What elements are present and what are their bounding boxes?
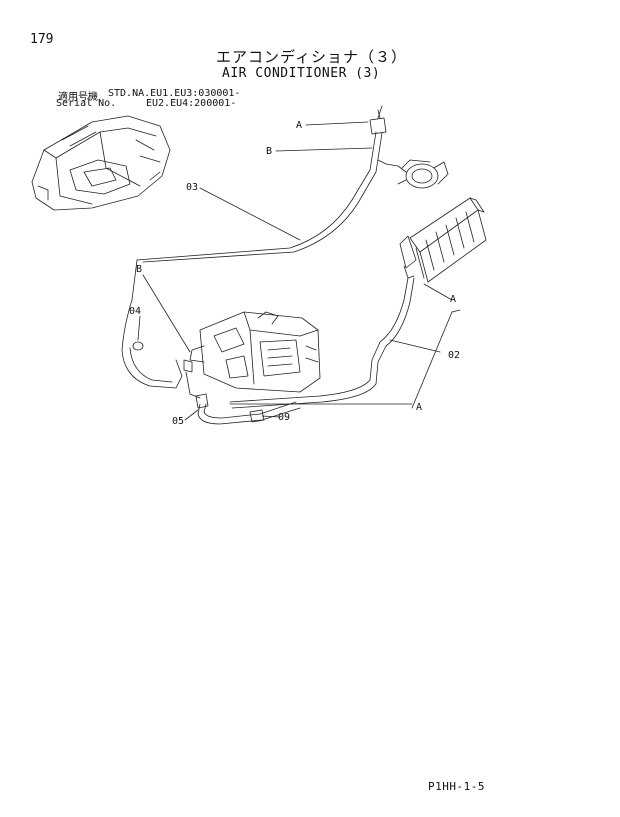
serial-range-1: STD.NA.EU1.EU3:030001-	[108, 88, 241, 99]
serial-label-english: Serial No.	[56, 98, 117, 109]
page-title-english: AIR CONDITIONER (3)	[222, 66, 381, 81]
upper-pipe-joint	[369, 109, 387, 135]
part-number-03: 03	[186, 182, 198, 193]
part-number-02: 02	[448, 350, 460, 361]
callout-a-bottom: A	[416, 402, 422, 413]
part-number-09: 09	[278, 412, 290, 423]
serial-label-japanese: 適用号機	[58, 92, 98, 103]
hose-02	[229, 277, 415, 409]
compressor-illustration	[377, 159, 449, 189]
condenser-illustration	[399, 197, 487, 283]
part-number-04: 04	[129, 306, 141, 317]
callout-a-top: A	[296, 120, 302, 131]
footer-page-code: P1HH-1-5	[428, 780, 485, 793]
hose-03	[121, 131, 383, 351]
callout-a-right: A	[450, 294, 456, 305]
part-number-05: 05	[172, 416, 184, 427]
page-number: 179	[30, 32, 54, 47]
callout-b-top: B	[266, 146, 272, 157]
hose-04	[121, 341, 183, 389]
page-title-japanese: エアコンディショナ（３）	[216, 48, 407, 66]
serial-range-2: EU2.EU4:200001-	[146, 98, 237, 109]
machine-overview-illustration	[31, 115, 171, 211]
hose-05-09	[183, 359, 301, 425]
callout-b-left: B	[136, 264, 142, 275]
air-conditioner-unit-illustration	[189, 311, 321, 393]
leader-lines	[137, 105, 461, 421]
